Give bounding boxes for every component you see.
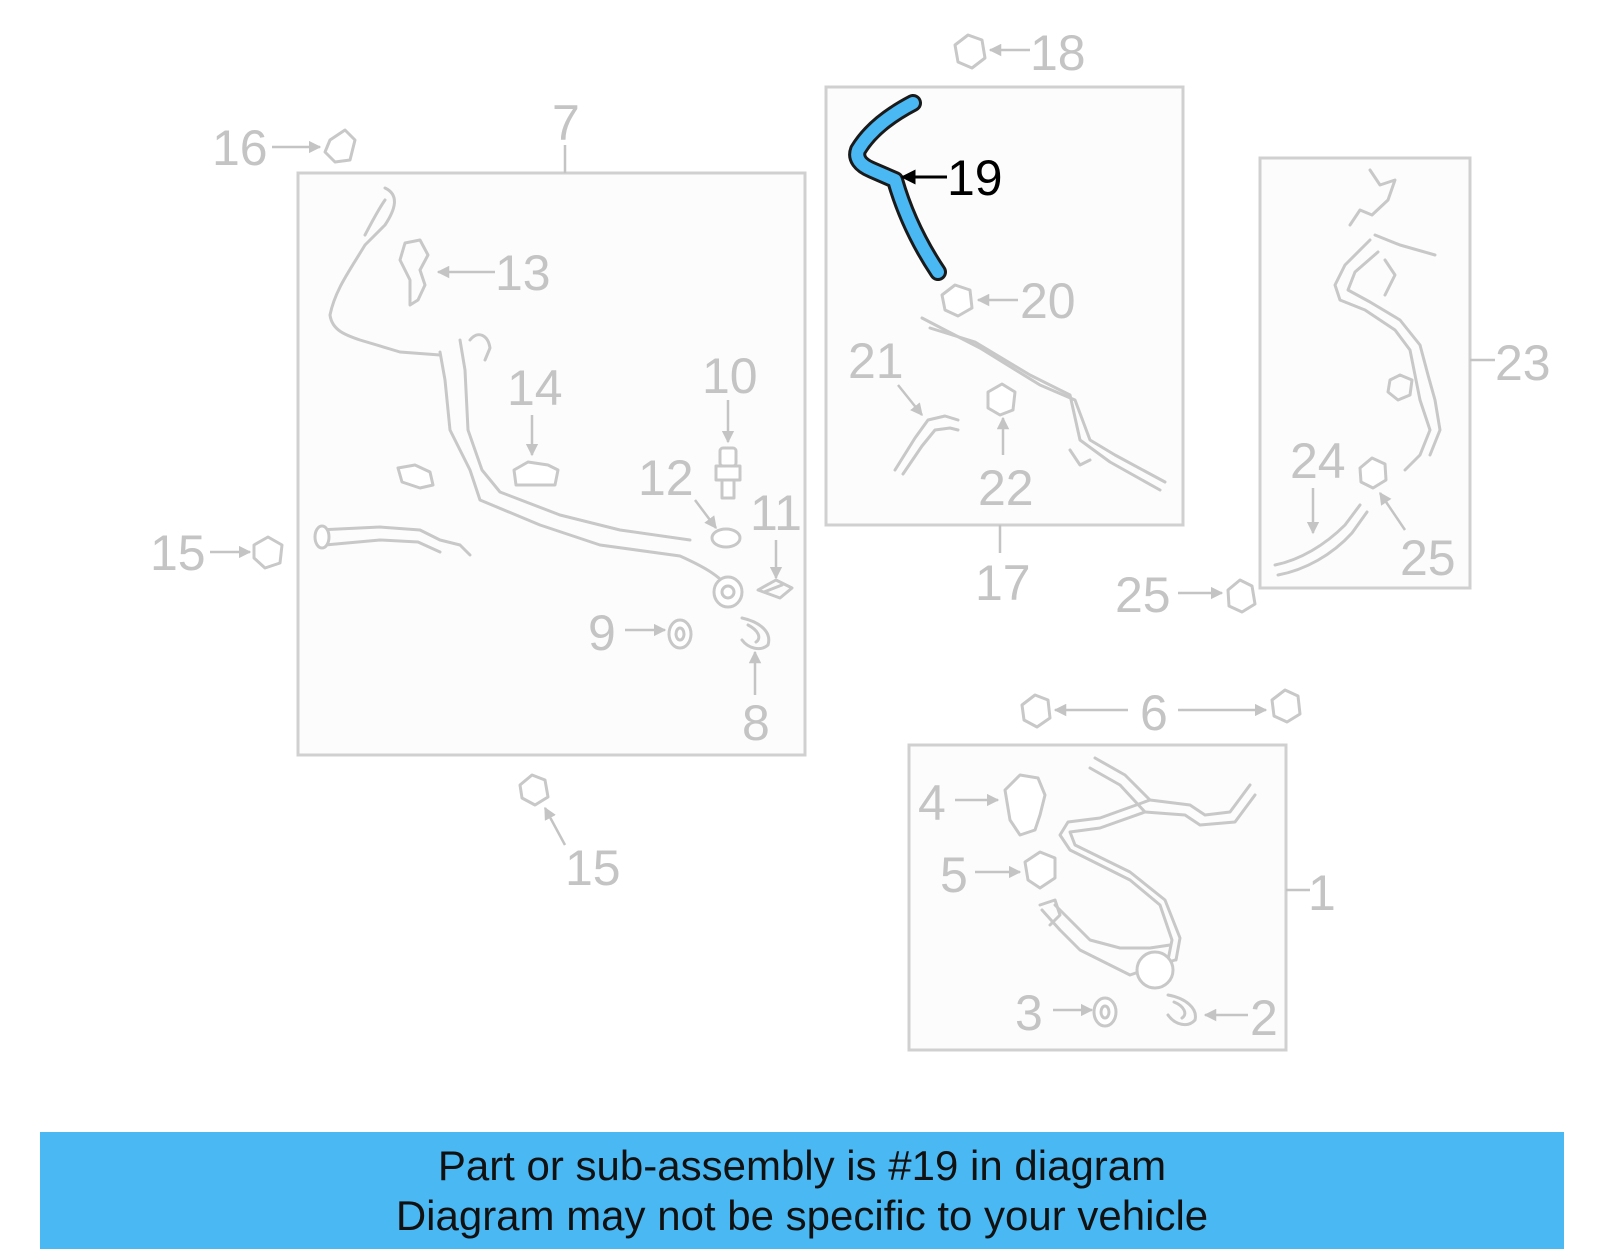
callout-5[interactable]: 5	[940, 847, 968, 903]
clamp-20[interactable]	[940, 283, 974, 318]
washer-9[interactable]	[667, 618, 693, 650]
clamp-15-bottom[interactable]	[518, 773, 550, 807]
connector-left[interactable]	[396, 463, 435, 490]
callout-17[interactable]: 17	[975, 555, 1031, 611]
bracket-14[interactable]	[512, 460, 560, 487]
clamp-22[interactable]	[986, 382, 1017, 417]
clamp-25-inbox[interactable]	[1358, 456, 1388, 490]
callout-7[interactable]: 7	[552, 95, 580, 151]
callout-13[interactable]: 13	[495, 245, 551, 301]
clamp-5[interactable]	[1023, 850, 1057, 890]
callout-25-outside[interactable]: 25	[1115, 567, 1171, 623]
box-assembly-1	[907, 743, 1288, 1052]
callout-6[interactable]: 6	[1140, 685, 1168, 741]
callout-3[interactable]: 3	[1015, 985, 1043, 1041]
clamp-6-left[interactable]	[1020, 693, 1052, 729]
hose-21[interactable]	[893, 414, 960, 476]
banner-line-2: Diagram may not be specific to your vehi…	[395, 1191, 1209, 1239]
callout-15-bottom[interactable]: 15	[565, 840, 621, 896]
clamp-16[interactable]	[323, 128, 357, 164]
callout-10[interactable]: 10	[702, 348, 758, 404]
sensor-10[interactable]	[714, 446, 742, 500]
box-assembly-17	[824, 85, 1185, 527]
clamp-18[interactable]	[953, 33, 987, 70]
pipe-box-1[interactable]	[1058, 756, 1257, 962]
callout-18[interactable]: 18	[1030, 25, 1086, 81]
callout-4[interactable]: 4	[918, 775, 946, 831]
callout-15-left[interactable]: 15	[150, 525, 206, 581]
hose-box-1[interactable]	[1038, 898, 1177, 990]
clamp-25-outside[interactable]	[1226, 578, 1257, 614]
hose-24[interactable]	[1273, 503, 1369, 577]
clamp-2[interactable]	[1166, 993, 1197, 1027]
parts-diagram: 7 13 14 10 12 11 9 8	[150, 25, 1551, 1052]
callout-8[interactable]: 8	[742, 695, 770, 751]
callout-20[interactable]: 20	[1020, 273, 1076, 329]
banner-line-1: Part or sub-assembly is #19 in diagram	[437, 1141, 1167, 1189]
pipe-box-23[interactable]	[1333, 168, 1442, 472]
clamp-8[interactable]	[740, 616, 771, 651]
callout-19[interactable]: 19	[947, 150, 1003, 206]
pipe-box-17[interactable]	[920, 316, 1167, 492]
clip-11[interactable]	[756, 578, 794, 600]
clamp-15-left[interactable]	[252, 535, 284, 570]
info-banner: Part or sub-assembly is #19 in diagram D…	[40, 1132, 1564, 1249]
callout-12[interactable]: 12	[638, 450, 694, 506]
washer-12[interactable]	[710, 527, 742, 549]
callout-11[interactable]: 11	[750, 485, 802, 541]
callout-1[interactable]: 1	[1308, 865, 1336, 921]
callout-22[interactable]: 22	[978, 460, 1034, 516]
callout-14[interactable]: 14	[507, 360, 563, 416]
callout-16[interactable]: 16	[212, 120, 268, 176]
callout-2[interactable]: 2	[1250, 990, 1278, 1046]
fitting-4[interactable]	[1003, 773, 1047, 837]
callout-24[interactable]: 24	[1290, 433, 1346, 489]
callout-21[interactable]: 21	[848, 333, 904, 389]
callout-25-inbox[interactable]: 25	[1400, 530, 1456, 586]
clamp-6-right[interactable]	[1270, 688, 1302, 724]
hose-19-highlighted[interactable]	[848, 94, 947, 281]
clip-13[interactable]	[398, 238, 430, 307]
box-assembly-23	[1258, 156, 1472, 590]
callout-23[interactable]: 23	[1495, 335, 1551, 391]
water-hose-assembly[interactable]	[313, 186, 744, 609]
callout-9[interactable]: 9	[588, 605, 616, 661]
washer-3[interactable]	[1092, 996, 1118, 1028]
